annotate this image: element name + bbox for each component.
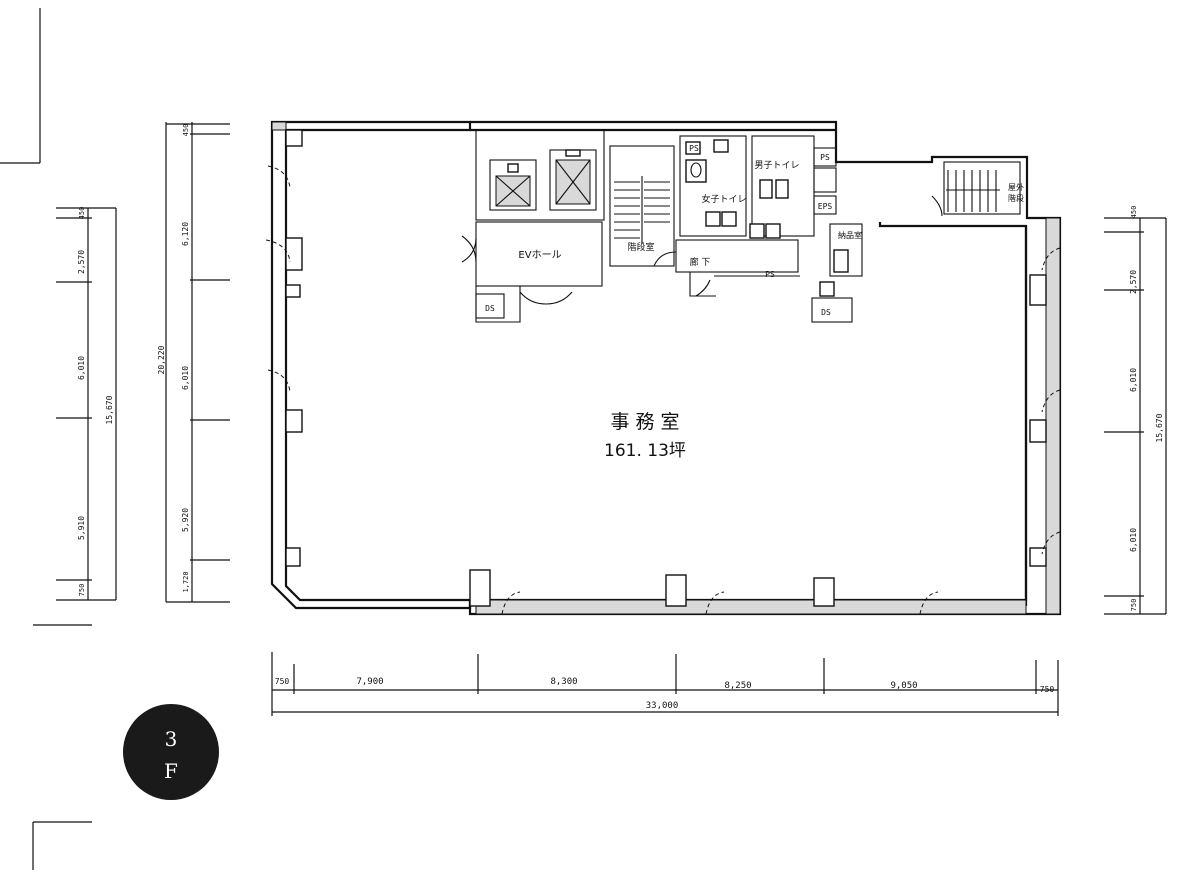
dim-bottom-total: 33,000 <box>646 701 679 711</box>
dim-bottom-3: 8,250 <box>724 681 751 691</box>
dim-left-inner-4: 1,720 <box>182 571 190 592</box>
dim-left-inner-2: 6,010 <box>181 366 190 390</box>
ps-right-label: PS <box>820 153 830 162</box>
dimension-left-inner: 450 6,120 6,010 5,920 1,720 20,220 <box>157 122 230 603</box>
eps-label: EPS <box>818 202 833 211</box>
dim-left-inner-total: 20,220 <box>157 345 166 374</box>
stair-room-label: 階段室 <box>627 241 654 253</box>
mens-wc-label: 男子トイレ <box>754 160 799 171</box>
office-area-label: 161. 13坪 <box>604 441 686 461</box>
dim-right-0: 450 <box>1130 206 1138 219</box>
ps-corridor-label: PS <box>765 270 775 279</box>
elevator-car-right <box>555 149 591 205</box>
dimension-right: 450 2,570 6,010 6,010 750 15,670 <box>1104 206 1167 615</box>
dim-left-inner-3: 5,920 <box>181 508 190 532</box>
ps-left-label: PS <box>689 144 699 153</box>
dim-bottom-5: 750 <box>1040 685 1055 694</box>
dim-right-3: 6,010 <box>1129 528 1138 552</box>
dim-left-outer-1: 2,570 <box>77 250 86 274</box>
corridor-label: 廊 下 <box>690 256 711 268</box>
dim-bottom-2: 8,300 <box>550 677 577 687</box>
floor-badge-number: 3 <box>165 727 178 751</box>
dim-left-outer-2: 6,010 <box>77 356 86 380</box>
dim-bottom-1: 7,900 <box>356 677 383 687</box>
stair-treads-core <box>614 176 670 244</box>
stair-treads-outdoor <box>946 170 1000 212</box>
dim-left-outer-3: 5,910 <box>77 516 86 540</box>
dim-right-2: 6,010 <box>1129 368 1138 392</box>
floor-badge: 3 F <box>123 704 219 800</box>
dimension-left-outer: 450 2,570 6,010 5,910 750 15,670 <box>56 207 117 601</box>
dim-left-outer-4: 750 <box>78 584 86 597</box>
window-doors <box>265 165 1061 615</box>
dim-bottom-0: 750 <box>275 677 290 686</box>
corner-marks <box>0 8 92 870</box>
room-labels: 事 務 室 161. 13坪 EVホール 階段室 廊 下 女子トイレ 男子トイレ… <box>485 144 1024 461</box>
storage-label: 納品室 <box>838 230 862 240</box>
columns <box>285 129 1047 607</box>
ds-left-label: DS <box>485 304 495 313</box>
ds-right-label: DS <box>821 308 831 317</box>
dim-right-1: 2,570 <box>1129 270 1138 294</box>
dim-right-total: 15,670 <box>1155 413 1164 442</box>
floor-badge-unit: F <box>164 759 178 783</box>
dim-left-outer-0: 450 <box>78 207 86 220</box>
dim-left-outer-total: 15,670 <box>105 395 114 424</box>
ev-hall-label: EVホール <box>518 249 561 261</box>
elevator-car-left <box>495 163 531 207</box>
office-label: 事 務 室 <box>610 411 679 433</box>
outdoor-stair-label: 屋外階段 <box>1008 182 1024 203</box>
building-outline <box>270 120 1062 616</box>
womens-wc-label: 女子トイレ <box>701 193 746 205</box>
dim-right-4: 750 <box>1130 599 1138 612</box>
dim-left-inner-1: 6,120 <box>181 222 190 246</box>
wall-hatching <box>271 121 1061 615</box>
dim-bottom-4: 9,050 <box>890 681 917 691</box>
dim-left-inner-0: 450 <box>182 124 190 137</box>
dimension-bottom: 750 7,900 8,300 8,250 9,050 750 33,000 <box>271 652 1059 716</box>
core <box>461 129 1021 323</box>
